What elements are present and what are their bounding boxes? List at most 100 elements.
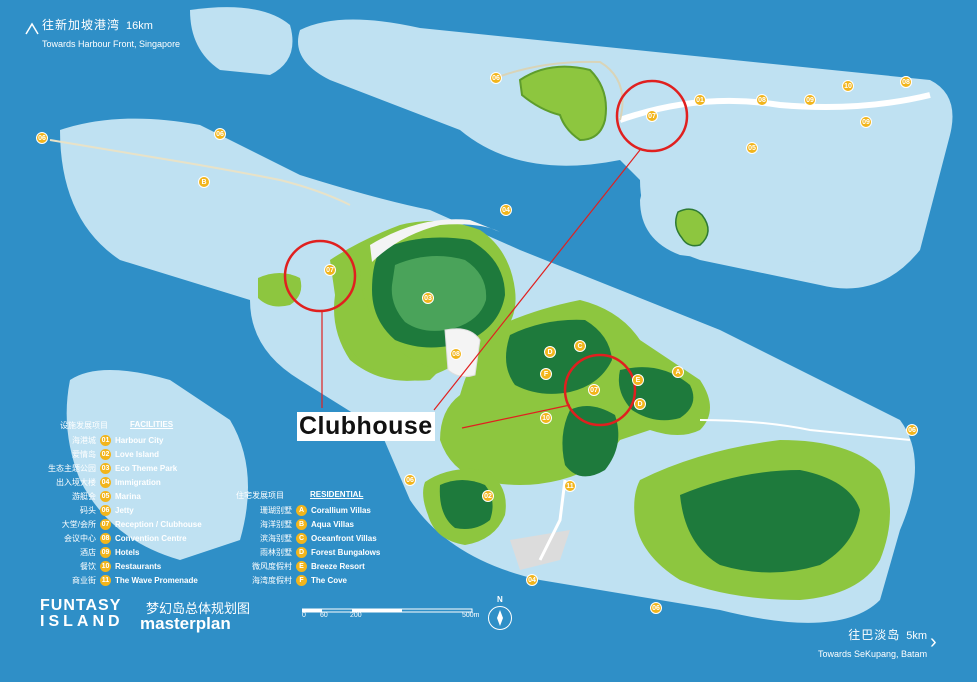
residential-item-cn: 海湾度假村 [252, 575, 292, 585]
facilities-item-en: Convention Centre [115, 533, 187, 543]
map-marker-07: 07 [588, 384, 600, 396]
brand-line2: ISLAND [40, 613, 124, 630]
facilities-item-cn: 餐饮 [80, 561, 96, 571]
map-marker-02: 02 [482, 490, 494, 502]
east-jetty [699, 419, 911, 441]
scale-tick-2: 200 [350, 612, 362, 619]
map-marker-F: F [540, 368, 552, 380]
compass-needle [497, 610, 503, 626]
map-marker-06: 06 [650, 602, 662, 614]
clubhouse-callout: Clubhouse [297, 412, 435, 441]
shallow-zone-northwest [190, 7, 293, 75]
leader-line-central [461, 404, 571, 429]
facilities-item-code: 09 [100, 546, 111, 558]
facilities-item-code: 11 [100, 574, 111, 586]
scale-tick-1: 60 [320, 612, 328, 619]
map-marker-01: 01 [694, 94, 706, 106]
map-marker-10: 10 [842, 80, 854, 92]
south-causeway [538, 479, 567, 561]
map-marker-05: 05 [746, 142, 758, 154]
island-north [518, 65, 607, 142]
residential-legend-row: 海湾度假村 F The Cove [236, 573, 347, 587]
residential-item-en: Forest Bungalows [311, 547, 381, 557]
facilities-item-code: 04 [100, 476, 111, 488]
facilities-item-code: 02 [100, 448, 111, 460]
compass-label: N [497, 595, 503, 604]
residential-item-code: C [296, 532, 307, 544]
island-east-small [675, 208, 709, 247]
map-marker-09: 09 [804, 94, 816, 106]
residential-heading-cn: 住宅发展项目 [236, 491, 284, 500]
residential-item-code: B [296, 518, 307, 530]
highlight-circle-central [563, 353, 637, 427]
facilities-item-code: 05 [100, 490, 111, 502]
facilities-item-cn: 爱情岛 [72, 449, 96, 459]
facilities-item-cn: 酒店 [80, 547, 96, 557]
forest-central [506, 319, 612, 394]
map-marker-B: B [198, 176, 210, 188]
facilities-item-en: Reception / Clubhouse [115, 519, 202, 529]
map-marker-08: 08 [756, 94, 768, 106]
beach-north-west [370, 219, 500, 262]
highlight-circle-west [283, 239, 357, 313]
facilities-item-cn: 大堂/会所 [61, 519, 96, 529]
chevron-right-icon: › [930, 631, 937, 653]
marina-pier [510, 530, 570, 570]
facilities-legend-row: 爱情岛 02 Love Island [40, 447, 159, 461]
map-marker-03: 03 [422, 292, 434, 304]
residential-item-code: E [296, 560, 307, 572]
map-marker-06: 06 [214, 128, 226, 140]
direction-north-en: Towards Harbour Front, Singapore [42, 39, 181, 49]
map-marker-08: 08 [900, 76, 912, 88]
residential-item-code: F [296, 574, 307, 586]
map-marker-07: 07 [324, 264, 336, 276]
map-marker-08: 08 [450, 348, 462, 360]
facilities-item-code: 03 [100, 462, 111, 474]
scale-tick-3: 500m [462, 612, 480, 619]
residential-item-en: The Cove [311, 575, 348, 585]
residential-item-en: Breeze Resort [311, 561, 365, 571]
facilities-item-cn: 码头 [80, 505, 96, 515]
residential-item-en: Aqua Villas [311, 519, 354, 529]
facilities-item-en: The Wave Promenade [115, 575, 198, 585]
map-marker-D: D [544, 346, 556, 358]
map-marker-10: 10 [540, 412, 552, 424]
residential-item-en: Oceanfront Villas [311, 533, 377, 543]
facilities-item-cn: 商业街 [72, 575, 96, 585]
facilities-item-cn: 会议中心 [64, 533, 96, 543]
facilities-item-en: Restaurants [115, 561, 162, 571]
island-west-tip [258, 273, 302, 307]
west-land-bridge [336, 270, 440, 381]
facilities-heading-en: FACILITIES [130, 420, 174, 429]
residential-item-cn: 珊瑚别墅 [260, 505, 292, 515]
map-marker-A: A [672, 366, 684, 378]
residential-item-cn: 微风度假村 [252, 561, 292, 571]
brand-line1: FUNTASY [40, 597, 122, 614]
residential-heading-en: RESIDENTIAL [310, 490, 364, 499]
facilities-item-en: Harbour City [115, 435, 164, 445]
compass-icon: N [488, 595, 512, 630]
map-marker-06: 06 [906, 424, 918, 436]
map-marker-06: 06 [404, 474, 416, 486]
map-marker-04: 04 [526, 574, 538, 586]
convention-building [444, 328, 481, 378]
direction-south-cn: 往巴淡岛 [848, 628, 901, 642]
direction-south-en: Towards SeKupang, Batam [818, 649, 928, 659]
forest-southeast [680, 470, 860, 573]
scale-bar-graphic [301, 608, 473, 613]
facilities-item-en: Immigration [115, 477, 161, 487]
facilities-item-en: Love Island [115, 449, 160, 459]
map-marker-D: D [634, 398, 646, 410]
